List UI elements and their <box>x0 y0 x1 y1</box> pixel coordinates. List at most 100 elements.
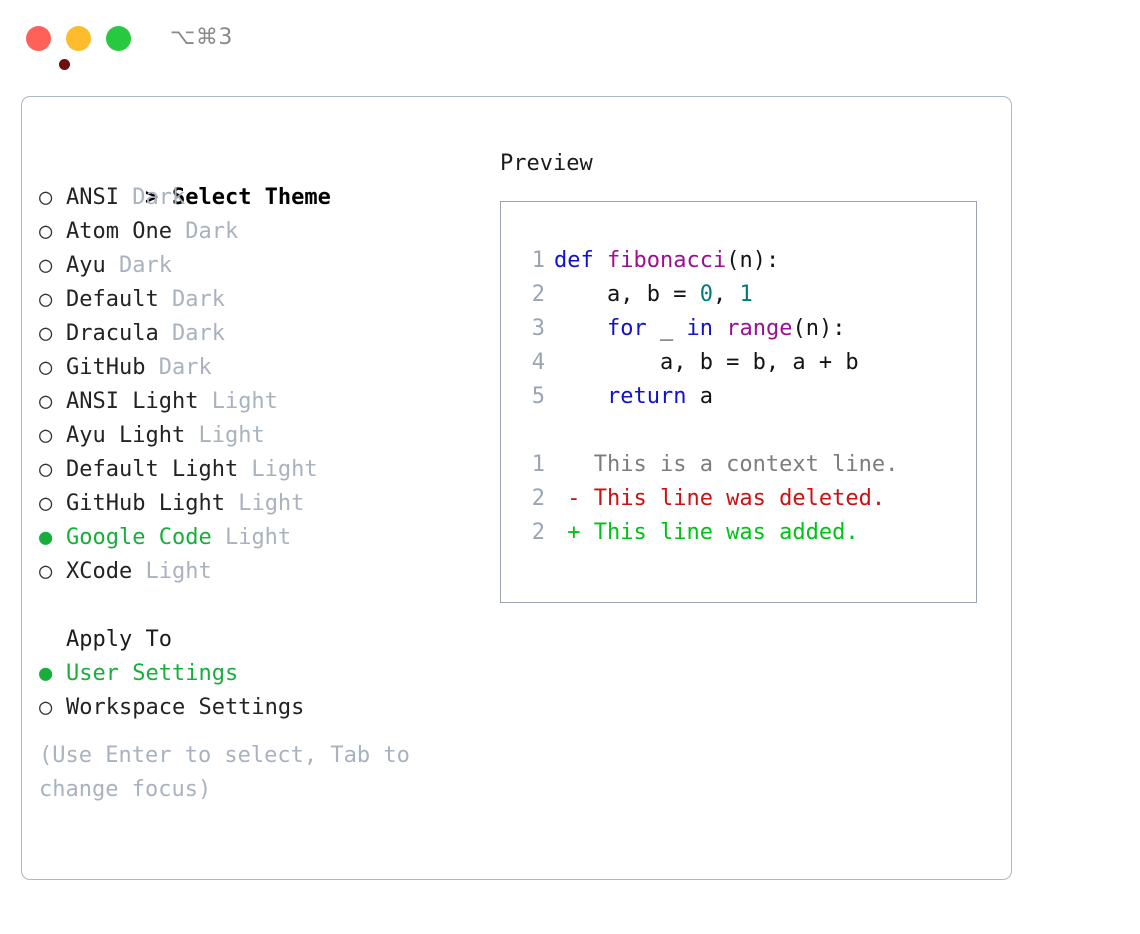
radio-selected-icon: ● <box>39 661 53 686</box>
theme-name-label: Dracula <box>66 321 159 346</box>
radio-unselected-icon: ○ <box>39 185 53 210</box>
recording-indicator-icon <box>59 59 70 70</box>
code-token-pl <box>713 316 726 341</box>
radio-unselected-icon: ○ <box>39 559 53 584</box>
theme-list-item[interactable]: ○ANSI Dark <box>39 181 479 215</box>
theme-picker-column: >Select Theme ○ANSI Dark○Atom One Dark○A… <box>39 147 479 807</box>
theme-variant-tag: Light <box>211 525 292 550</box>
theme-variant-tag: Dark <box>158 321 225 346</box>
theme-name-label: ANSI Light <box>66 389 199 414</box>
code-token-pl: , <box>712 282 740 307</box>
preview-heading: Preview <box>500 151 593 176</box>
code-line: 2 a, b = 0, 1 <box>519 278 976 312</box>
line-number: 3 <box>531 316 545 341</box>
close-button[interactable] <box>26 26 70 70</box>
select-theme-heading-label: Select Theme <box>171 185 331 210</box>
code-token-kw: return <box>606 384 687 409</box>
theme-list-item[interactable]: ○ Dracula Dark <box>39 317 479 351</box>
code-line: 5 return a <box>519 380 976 414</box>
diff-add-text: + This line was added. <box>554 520 859 545</box>
radio-unselected-icon: ○ <box>39 695 53 720</box>
prompt-caret-icon: > <box>144 185 159 210</box>
line-number: 1 <box>531 452 545 477</box>
code-line: 1 def fibonacci(n): <box>519 244 976 278</box>
code-token-pl: (n): <box>792 316 846 341</box>
theme-list-item[interactable]: ○ Ayu Dark <box>39 249 479 283</box>
theme-name-label: XCode <box>66 559 133 584</box>
preview-gap <box>519 414 976 448</box>
code-token-pl: a, b = b, a + b <box>554 350 859 375</box>
apply-to-item[interactable]: ● User Settings <box>39 657 479 691</box>
theme-variant-tag: Light <box>132 559 212 584</box>
theme-list-item[interactable]: ○Ayu Light Light <box>39 419 479 453</box>
theme-list-item[interactable]: ○ XCode Light <box>39 555 479 589</box>
radio-unselected-icon: ○ <box>39 355 53 380</box>
radio-unselected-icon: ○ <box>39 253 53 278</box>
apply-to-label: Workspace Settings <box>66 695 305 720</box>
radio-unselected-icon: ○ <box>39 219 53 244</box>
radio-unselected-icon: ○ <box>39 491 53 516</box>
theme-variant-tag: Dark <box>158 287 225 312</box>
zoom-button[interactable] <box>106 26 131 51</box>
theme-name-label: Google Code <box>66 525 212 550</box>
line-number: 2 <box>531 520 545 545</box>
apply-to-list: ● User Settings ○ Workspace Settings <box>39 657 479 725</box>
content-panel: >Select Theme ○ANSI Dark○Atom One Dark○A… <box>21 96 1012 880</box>
diff-line: 1 This is a context line. <box>519 448 976 482</box>
theme-list: ○ANSI Dark○Atom One Dark○Ayu Dark○Defaul… <box>39 181 479 589</box>
code-token-kw: in <box>686 316 713 341</box>
theme-list-item[interactable]: ○ GitHub Dark <box>39 351 479 385</box>
theme-variant-tag: Light <box>198 389 278 414</box>
code-token-num: 1 <box>739 282 753 307</box>
theme-list-item[interactable]: ○ANSI Light Light <box>39 385 479 419</box>
line-number: 2 <box>531 486 545 511</box>
theme-variant-tag: Light <box>224 491 305 516</box>
radio-unselected-icon: ○ <box>39 321 53 346</box>
keyboard-hint-text: (Use Enter to select, Tab to change focu… <box>39 743 410 802</box>
theme-name-label: Atom One <box>66 219 172 244</box>
theme-variant-tag: Dark <box>171 219 239 244</box>
radio-selected-icon: ● <box>39 525 53 550</box>
line-number: 4 <box>531 350 545 375</box>
line-number: 5 <box>531 384 545 409</box>
code-token-pl: a, b = <box>554 282 700 307</box>
theme-list-item[interactable]: ○ Atom One Dark <box>39 215 479 249</box>
theme-list-item[interactable]: ○ GitHub Light Light <box>39 487 479 521</box>
theme-variant-tag: Dark <box>145 355 212 380</box>
diff-line: 2 - This line was deleted. <box>519 482 976 516</box>
theme-name-label: GitHub <box>66 355 146 380</box>
theme-variant-tag: Dark <box>118 185 186 210</box>
theme-name-label: Ayu <box>66 253 106 278</box>
theme-name-label: GitHub Light <box>66 491 225 516</box>
theme-variant-tag: Light <box>185 423 265 448</box>
minimize-button[interactable] <box>66 26 91 51</box>
code-token-pl: (n): <box>726 248 780 273</box>
code-line: 3 for _ in range(n): <box>519 312 976 346</box>
apply-to-heading: Apply To <box>66 627 172 652</box>
theme-variant-tag: Light <box>238 457 318 482</box>
theme-name-label: Default <box>66 287 159 312</box>
theme-list-item[interactable]: ○Default Light Light <box>39 453 479 487</box>
select-theme-heading: > Select Theme <box>39 147 479 210</box>
diff-line: 2 + This line was added. <box>519 516 976 550</box>
code-token-pl <box>554 384 607 409</box>
code-token-pl: a <box>686 384 713 409</box>
code-token-fn: fibonacci <box>606 248 727 273</box>
radio-unselected-icon: ○ <box>39 287 53 312</box>
theme-list-item[interactable]: ○ Default Dark <box>39 283 479 317</box>
line-number: 2 <box>531 282 545 307</box>
diff-ctx-text: This is a context line. <box>554 452 899 477</box>
line-number: 1 <box>531 248 545 273</box>
theme-list-item[interactable]: ● Google Code Light <box>39 521 479 555</box>
window-shortcut-label: ⌥⌘3 <box>170 25 233 50</box>
theme-variant-tag: Dark <box>105 253 172 278</box>
apply-to-item[interactable]: ○ Workspace Settings <box>39 691 479 725</box>
code-token-kw: def <box>554 248 607 273</box>
title-bar: ⌥⌘3 <box>0 0 1140 78</box>
diff-del-text: - This line was deleted. <box>554 486 886 511</box>
apply-to-label: User Settings <box>66 661 239 686</box>
diff-sample: 1 This is a context line.2 - This line w… <box>519 448 976 550</box>
